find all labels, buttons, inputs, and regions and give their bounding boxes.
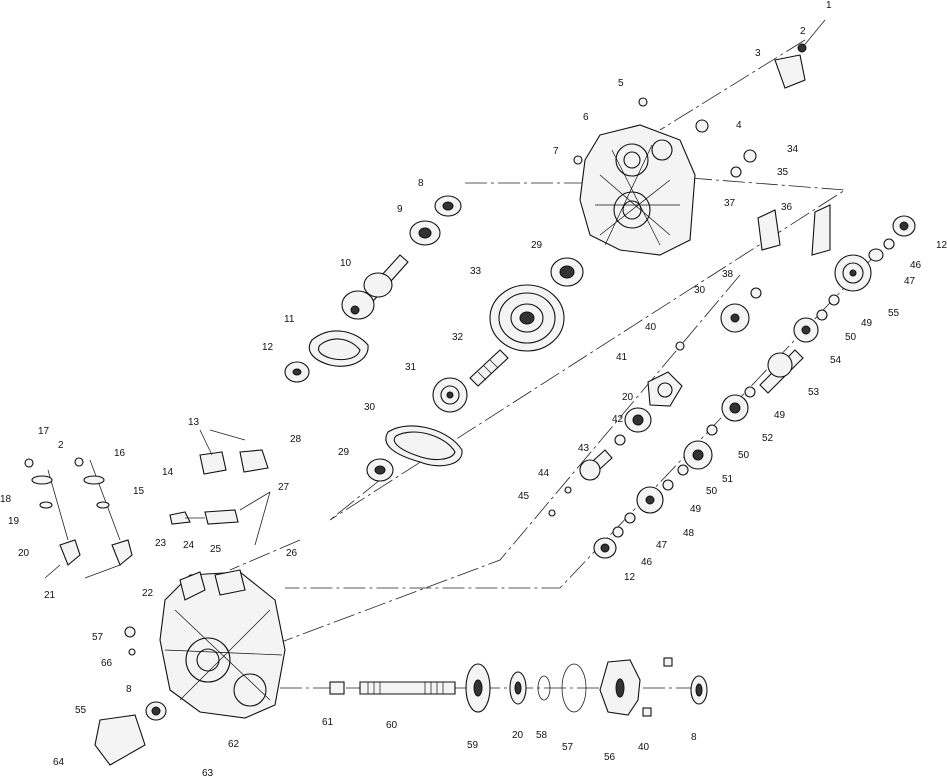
callout-c37: 37 <box>724 198 736 209</box>
callout-c46b: 46 <box>641 557 653 568</box>
callout-c10: 10 <box>340 258 352 269</box>
callout-c33: 33 <box>470 266 482 277</box>
callout-c51: 51 <box>722 474 734 485</box>
callout-c44: 44 <box>538 468 550 479</box>
callout-c18: 18 <box>0 494 12 505</box>
callout-c35: 35 <box>777 167 789 178</box>
callout-c3: 3 <box>755 48 761 59</box>
callout-c62: 62 <box>228 739 240 750</box>
callout-c52: 52 <box>762 433 774 444</box>
callout-c54: 54 <box>830 355 842 366</box>
callout-c22: 22 <box>142 588 154 599</box>
center-mid-group <box>548 287 762 517</box>
callout-c55b: 55 <box>75 705 87 716</box>
callout-c57b: 57 <box>92 632 104 643</box>
callout-c31: 31 <box>405 362 417 373</box>
callout-c29a: 29 <box>338 447 350 458</box>
callout-c9: 9 <box>397 204 403 215</box>
callout-c7: 7 <box>553 146 559 157</box>
callout-c20a: 20 <box>18 548 30 559</box>
callout-c20c: 20 <box>622 392 634 403</box>
callout-c27: 27 <box>278 482 290 493</box>
callout-c13: 13 <box>188 417 200 428</box>
callout-c1: 1 <box>826 0 832 11</box>
callout-c5: 5 <box>618 78 624 89</box>
callout-c20b: 20 <box>512 730 524 741</box>
callout-c57a: 57 <box>562 742 574 753</box>
callout-c50a: 50 <box>845 332 857 343</box>
callout-c53: 53 <box>808 387 820 398</box>
callout-c14: 14 <box>162 467 174 478</box>
callout-c19: 19 <box>8 516 20 527</box>
callout-c38: 38 <box>722 269 734 280</box>
callout-c26: 26 <box>286 548 298 559</box>
callout-c49b: 49 <box>774 410 786 421</box>
callout-c32: 32 <box>452 332 464 343</box>
callout-c30a: 30 <box>364 402 376 413</box>
callout-c40b: 40 <box>638 742 650 753</box>
callout-c36: 36 <box>781 202 793 213</box>
callout-c50b: 50 <box>738 450 750 461</box>
callout-c49c: 49 <box>690 504 702 515</box>
callout-c47a: 47 <box>904 276 916 287</box>
callout-c50c: 50 <box>706 486 718 497</box>
callout-c12b: 12 <box>936 240 947 251</box>
callout-c4: 4 <box>736 120 742 131</box>
callout-c64: 64 <box>53 757 65 768</box>
callout-c8c: 8 <box>691 732 697 743</box>
callout-c17: 17 <box>38 426 50 437</box>
lower-case-half <box>159 569 286 719</box>
callout-c25: 25 <box>210 544 222 555</box>
input-shaft-group <box>284 195 462 383</box>
callout-c23: 23 <box>155 538 167 549</box>
callout-c15: 15 <box>133 486 145 497</box>
callout-c63: 63 <box>202 768 214 779</box>
callout-c21: 21 <box>44 590 56 601</box>
leader-lines <box>44 429 271 579</box>
callout-c12a: 12 <box>262 342 274 353</box>
left-shift-parts <box>24 19 831 766</box>
callout-c8a: 8 <box>418 178 424 189</box>
output-gear-group <box>366 257 584 482</box>
bottom-shaft-group <box>329 657 708 717</box>
callout-c8b: 8 <box>126 684 132 695</box>
callout-c55a: 55 <box>888 308 900 319</box>
callout-c45: 45 <box>518 491 530 502</box>
callout-c2b: 2 <box>58 440 64 451</box>
callout-c11: 11 <box>284 314 295 325</box>
callout-c61: 61 <box>322 717 334 728</box>
callout-c29b: 29 <box>531 240 543 251</box>
callout-c24: 24 <box>183 540 195 551</box>
callout-c6: 6 <box>583 112 589 123</box>
callout-c60: 60 <box>386 720 398 731</box>
callout-c40a: 40 <box>645 322 657 333</box>
callout-c48: 48 <box>683 528 695 539</box>
callout-c58: 58 <box>536 730 548 741</box>
upper-case-half <box>579 124 696 256</box>
callout-c42: 42 <box>612 414 624 425</box>
right-gear-stack <box>593 215 916 559</box>
callout-c2: 2 <box>800 26 806 37</box>
callout-c47b: 47 <box>656 540 668 551</box>
callout-c28: 28 <box>290 434 302 445</box>
callout-c56: 56 <box>604 752 616 763</box>
callout-c49a: 49 <box>861 318 873 329</box>
callout-c34: 34 <box>787 144 799 155</box>
callout-c41: 41 <box>616 352 628 363</box>
callout-c30b: 30 <box>694 285 706 296</box>
callout-c16: 16 <box>114 448 126 459</box>
callout-c59: 59 <box>467 740 479 751</box>
callout-c43: 43 <box>578 443 590 454</box>
callout-c46a: 46 <box>910 260 922 271</box>
callout-c66: 66 <box>101 658 113 669</box>
callout-c12c: 12 <box>624 572 636 583</box>
